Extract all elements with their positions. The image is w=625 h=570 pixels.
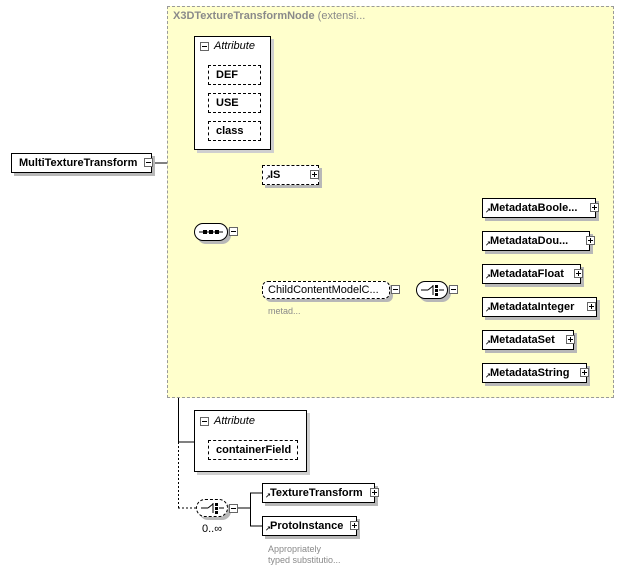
collapse-icon[interactable] (229, 227, 238, 236)
choice-icon (421, 285, 444, 296)
reference-arrow-icon: ↗ (265, 493, 271, 500)
reference-arrow-icon: ↗ (485, 307, 491, 314)
child-content-note: metad... (268, 306, 301, 316)
cardinality-label: 0..∞ (202, 523, 223, 535)
element-metadataset[interactable]: ↗MetadataSet (482, 330, 574, 350)
element-texturetransform[interactable]: ↗TextureTransform (262, 483, 375, 503)
expand-icon[interactable] (587, 302, 596, 311)
collapse-icon[interactable] (229, 504, 238, 513)
substitution-note-line1: Appropriately (268, 544, 322, 554)
expand-icon[interactable] (310, 170, 319, 179)
choice-compositor (416, 281, 448, 299)
element-metadatastring[interactable]: ↗MetadataString (482, 363, 587, 383)
element-metadatainteger[interactable]: ↗MetadataInteger (482, 297, 597, 317)
element-protoinstance[interactable]: ↗ProtoInstance (262, 516, 357, 536)
element-is[interactable]: ↗IS (262, 165, 319, 185)
sequence-icon (199, 230, 223, 234)
reference-arrow-icon: ↗ (265, 526, 271, 533)
expand-icon[interactable] (566, 335, 575, 344)
expand-icon[interactable] (370, 488, 379, 497)
reference-arrow-icon: ↗ (485, 241, 491, 248)
element-metadataboolean[interactable]: ↗MetadataBoole... (482, 198, 596, 218)
choice-compositor (196, 499, 228, 517)
reference-arrow-icon: ↗ (485, 373, 491, 380)
collapse-icon[interactable] (449, 285, 458, 294)
attribute-class[interactable]: class (208, 121, 261, 141)
root-element-multitexturetransform[interactable]: MultiTextureTransform (11, 153, 152, 173)
choice-icon (201, 503, 224, 514)
extension-title: X3DTextureTransformNode (extensi... (173, 10, 366, 22)
collapse-icon[interactable] (200, 42, 209, 51)
reference-arrow-icon: ↗ (485, 340, 491, 347)
attribute-group-heading: Attribute (214, 40, 255, 52)
expand-icon[interactable] (580, 368, 589, 377)
collapse-icon[interactable] (391, 285, 400, 294)
attribute-def[interactable]: DEF (208, 65, 261, 85)
root-label: MultiTextureTransform (19, 157, 138, 169)
substitution-note-line2: typed substitutio... (268, 555, 341, 565)
attribute-group-heading: Attribute (214, 415, 255, 427)
expand-icon[interactable] (574, 269, 583, 278)
collapse-icon[interactable] (144, 158, 153, 167)
expand-icon[interactable] (586, 236, 595, 245)
element-metadatafloat[interactable]: ↗MetadataFloat (482, 264, 581, 284)
attribute-use[interactable]: USE (208, 93, 261, 113)
collapse-icon[interactable] (200, 417, 209, 426)
reference-arrow-icon: ↗ (265, 175, 271, 182)
element-metadatadouble[interactable]: ↗MetadataDou... (482, 231, 590, 251)
child-content-model-group[interactable]: ChildContentModelC... (262, 281, 390, 299)
expand-icon[interactable] (590, 203, 599, 212)
sequence-compositor (194, 223, 228, 241)
reference-arrow-icon: ↗ (485, 208, 491, 215)
reference-arrow-icon: ↗ (485, 274, 491, 281)
attribute-containerfield[interactable]: containerField (208, 440, 298, 460)
expand-icon[interactable] (350, 521, 359, 530)
